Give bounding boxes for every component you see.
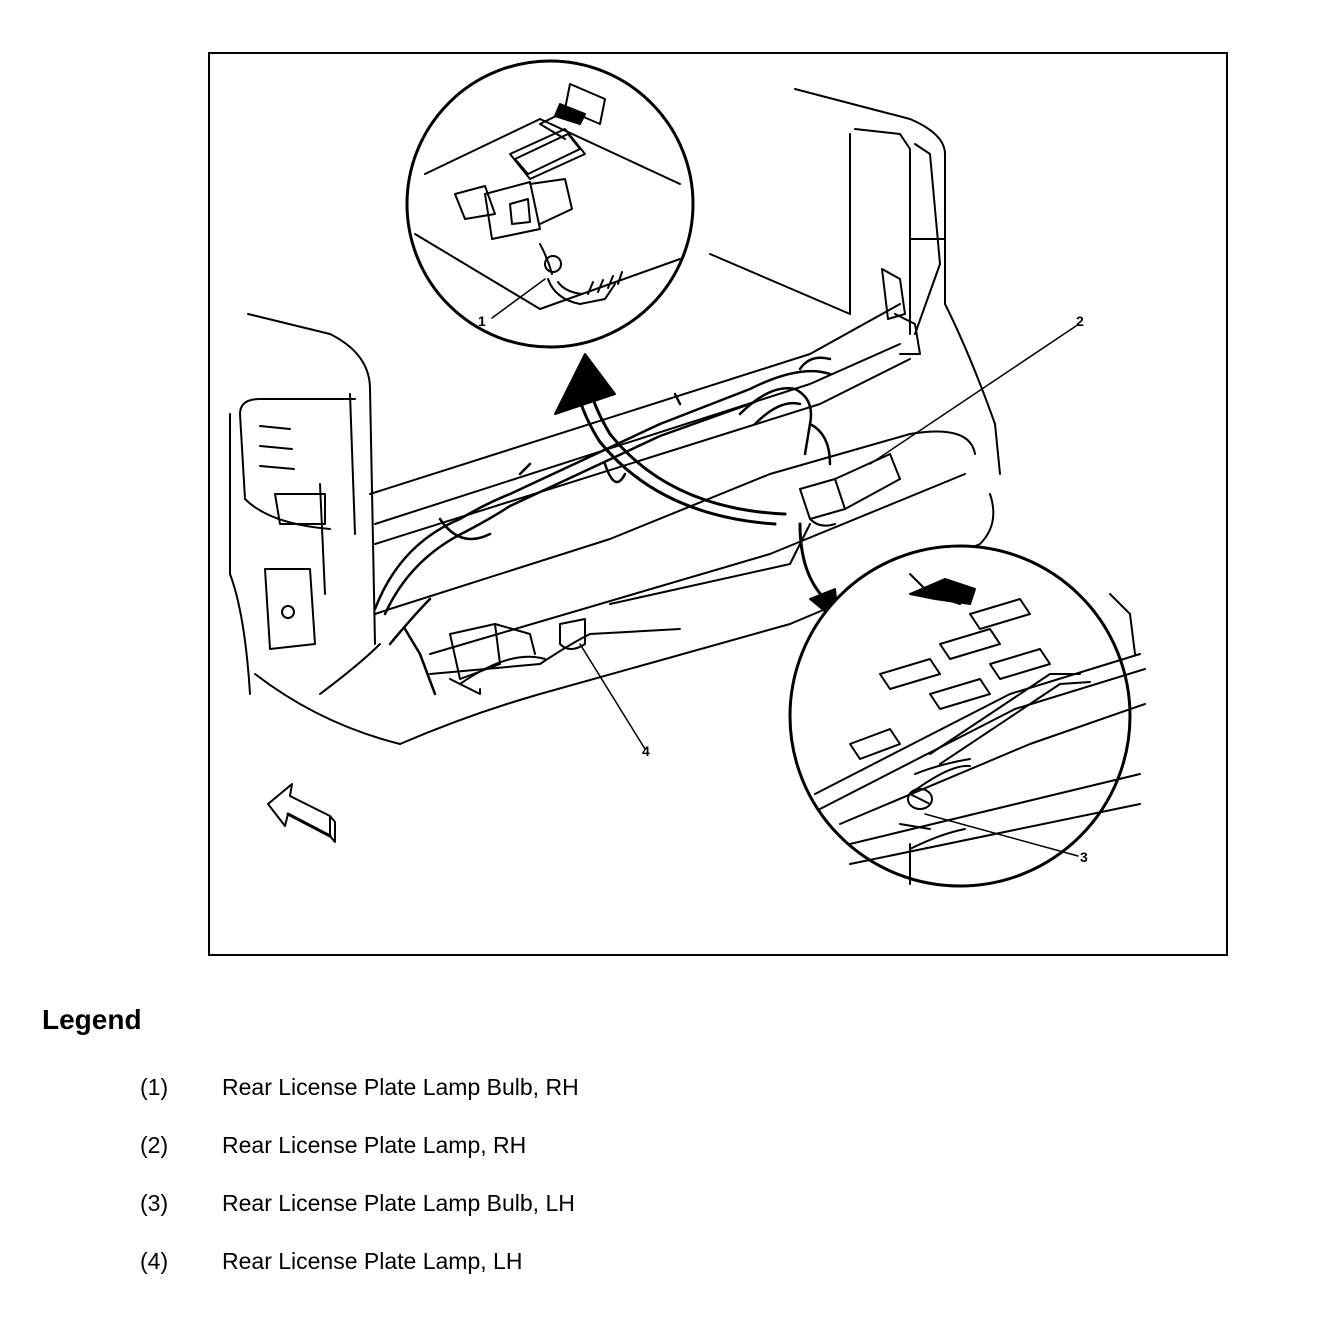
legend-item-text: Rear License Plate Lamp Bulb, LH <box>222 1190 575 1216</box>
detail-view-2 <box>788 544 1146 888</box>
right-bed-side <box>709 88 1001 475</box>
left-bed-side <box>229 303 901 745</box>
legend-item-number: (3) <box>140 1190 169 1216</box>
legend-item-text: Rear License Plate Lamp Bulb, RH <box>222 1074 579 1100</box>
tailgate-illustration: 1 2 3 4 <box>229 59 1146 888</box>
callout-1: 1 <box>478 313 486 329</box>
legend-item-number: (1) <box>140 1074 169 1100</box>
legend-item-number: (2) <box>140 1132 169 1158</box>
lh-license-lamp <box>449 618 586 680</box>
legend-item-text: Rear License Plate Lamp, RH <box>222 1132 527 1158</box>
view-direction-arrow-icon <box>554 103 976 605</box>
detail-view-1 <box>405 59 695 349</box>
legend-item-text: Rear License Plate Lamp, LH <box>222 1248 523 1274</box>
diagram-figure: 1 2 3 4 <box>208 52 1228 956</box>
front-direction-arrow-icon <box>267 783 336 843</box>
legend-item-number: (4) <box>140 1248 169 1274</box>
callout-3: 3 <box>1080 849 1088 865</box>
leader-lines <box>491 278 1079 857</box>
tailgate-body <box>374 343 995 745</box>
legend-title: Legend <box>42 1004 142 1035</box>
wiring-harness <box>373 356 832 696</box>
rh-license-lamp <box>799 453 901 527</box>
callout-4: 4 <box>642 743 650 759</box>
detail-arrow-icon <box>588 387 787 516</box>
callout-2: 2 <box>1076 313 1084 329</box>
